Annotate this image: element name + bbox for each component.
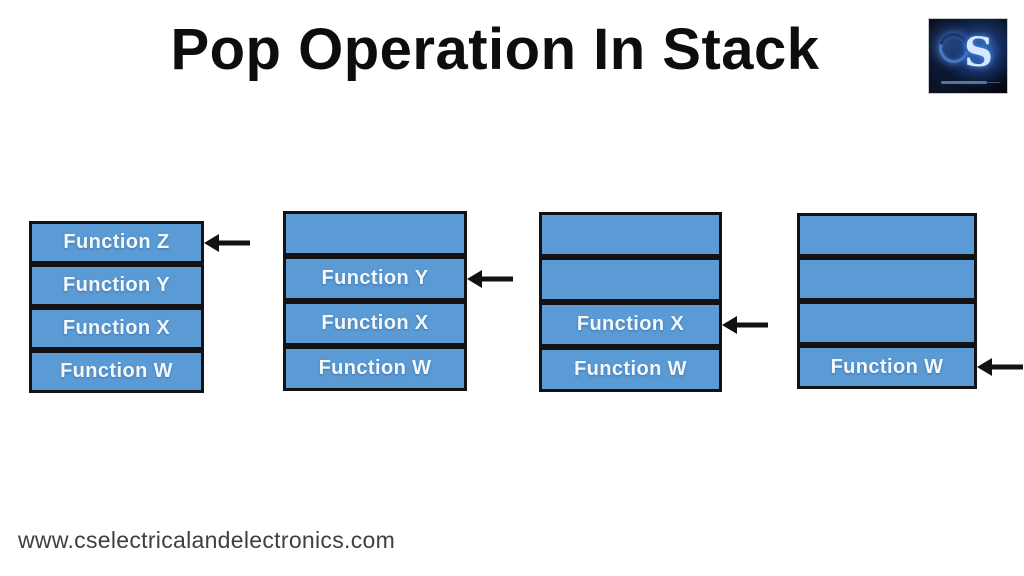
logo-monogram-letter: S [964,29,993,76]
stack-cell-label: Function X [321,312,429,334]
footer-website-url: www.cselectricalandelectronics.com [18,527,396,553]
top-pointer-arrow [977,358,1023,376]
stack-cell-label: Function W [830,355,944,378]
arrow-shaft [734,322,768,327]
stack-cell: Function W [29,350,204,393]
arrow-head-icon [977,358,992,376]
arrow-head-icon [467,269,482,288]
stack-cell-label: Function Y [321,267,429,289]
stack-step-1: Function Z Function Y Function X Functio… [29,221,250,393]
brand-logo: S [928,18,1008,94]
stack-cell-label: Function W [318,357,432,379]
top-pointer-arrow [467,269,513,288]
stack-cell [283,211,467,256]
stack-cell [797,213,977,257]
top-pointer-arrow [722,315,768,334]
stack-cell: Function W [283,346,467,391]
stack-step-2: Function Y Function X Function W [283,211,513,391]
arrow-shaft [479,276,513,281]
stack-cell [797,257,977,301]
stack-cell-label: Function X [576,313,685,335]
stack-cell-label: Function W [60,360,173,382]
stack-cell-label: Function X [62,317,171,339]
arrow-shaft [216,240,250,245]
arrow-head-icon [722,315,737,334]
stack-cell [539,257,722,302]
logo-caption-smudge [941,81,987,84]
stack-step-4: Function W [797,213,1023,389]
stack-cell [797,301,977,345]
stack-cell: Function W [539,347,722,392]
stack-cell-label: Function Y [63,274,170,296]
stack-cell: Function Z [29,221,250,264]
top-pointer-arrow [204,233,250,252]
stack-cell: Function Y [283,256,513,301]
stack-cell: Function X [29,307,204,350]
stack-cell: Function X [283,301,467,346]
stack-cell: Function Y [29,264,204,307]
stack-step-3: Function X Function W [539,212,768,392]
arrow-shaft [989,364,1023,370]
stack-cell: Function X [539,302,768,347]
arrow-head-icon [204,233,219,252]
page-title: Pop Operation In Stack [170,17,820,82]
stack-cell-label: Function Z [63,231,170,253]
stack-cell-label: Function W [574,358,687,380]
stack-cell [539,212,722,257]
stack-cell: Function W [797,345,1023,389]
